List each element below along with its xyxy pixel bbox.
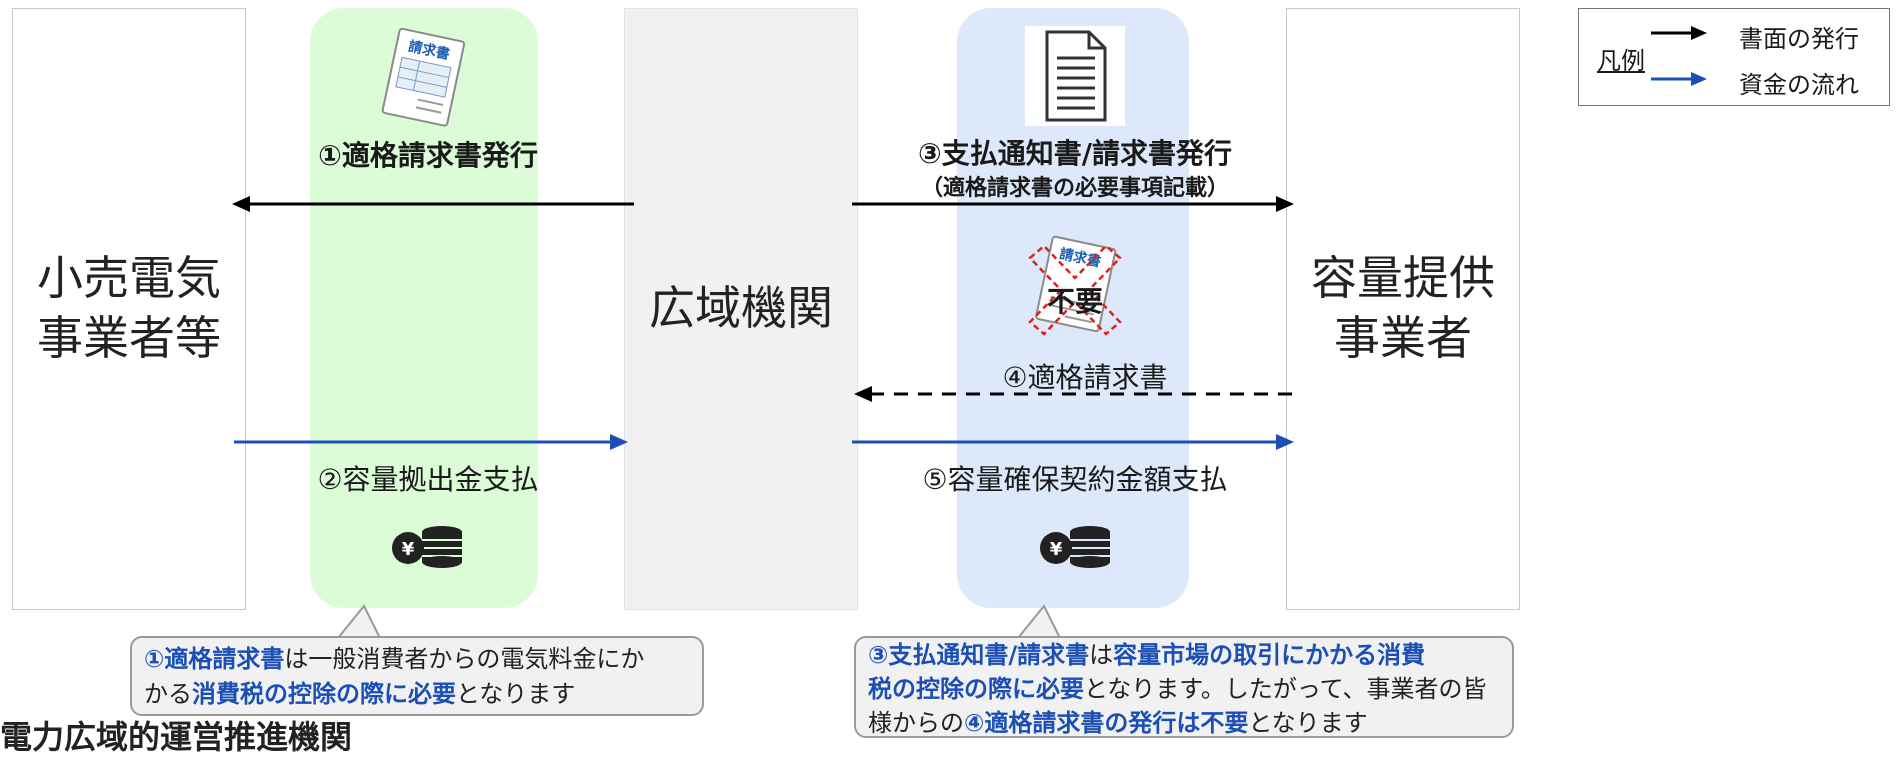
document-icon (1025, 26, 1125, 126)
invoice-icon: 請求書 (381, 28, 466, 127)
retail-provider-line2: 事業者等 (37, 311, 221, 365)
qualified-invoice-dashed-arrow (854, 386, 1296, 402)
callout-left-highlight-1: ①適格請求書 (144, 645, 285, 673)
callout-left-line2: かる消費税の控除の際に必要となります (144, 677, 690, 712)
yen-coins-icon: ¥ (392, 526, 462, 568)
callout-right-line1: ③支払通知書/請求書は容量市場の取引にかかる消費 (868, 638, 1500, 672)
cross-out-icon: 請求書 (1028, 235, 1122, 336)
qualified-invoice-return-label: ④適格請求書 (1002, 361, 1168, 394)
capacity-contribution-payment-label: ②容量拠出金支払 (317, 463, 539, 496)
callout-right-text-2: となります。したがって、事業者の皆 (1084, 675, 1487, 703)
callout-left-line1: ①適格請求書は一般消費者からの電気料金にか (144, 642, 690, 677)
payment-arrow-right-flow (852, 434, 1294, 450)
document-issue-arrow-left (232, 196, 634, 212)
callout-right-highlight-2: 容量市場の取引にかかる消費 (1113, 641, 1426, 669)
qualified-invoice-issue-label: ①適格請求書発行 (318, 139, 538, 172)
svg-text:¥: ¥ (1050, 539, 1063, 560)
callout-right-pointer (1015, 604, 1062, 640)
callout-left: ①適格請求書は一般消費者からの電気料金にか かる消費税の控除の際に必要となります (130, 636, 704, 716)
legend-title: 凡例 (1597, 47, 1645, 75)
callout-right: ③支払通知書/請求書は容量市場の取引にかかる消費 税の控除の際に必要となります。… (854, 636, 1514, 738)
callout-right-text-3: 様からの (868, 709, 964, 737)
capacity-provider-box: 容量提供 事業者 (1286, 8, 1520, 610)
yen-coins-icon: ¥ (1040, 526, 1110, 568)
legend: 凡例 書面の発行 資金の流れ (1578, 8, 1890, 106)
callout-right-line2: 税の控除の際に必要となります。したがって、事業者の皆 (868, 672, 1500, 706)
callout-right-line3: 様からの④適格請求書の発行は不要となります (868, 706, 1500, 740)
payment-arrow-left-flow (234, 434, 628, 450)
capacity-provider-line1: 容量提供 (1311, 251, 1495, 306)
payment-notice-note-label: （適格請求書の必要事項記載） (920, 176, 1229, 201)
legend-document-arrow-icon (1651, 26, 1707, 40)
legend-document-label: 書面の発行 (1739, 25, 1859, 53)
document-issue-arrow-right (852, 196, 1294, 212)
capacity-provider-line2: 事業者 (1334, 311, 1472, 365)
legend-money-arrow-icon (1651, 72, 1707, 86)
retail-electricity-provider-box: 小売電気 事業者等 (12, 8, 246, 610)
callout-right-highlight-4: ④適格請求書の発行は不要 (964, 709, 1249, 737)
organization-footer: 電力広域的運営推進機関 (0, 718, 353, 756)
callout-right-highlight-1: ③支払通知書/請求書 (868, 641, 1090, 669)
capacity-contract-payment-label: ⑤容量確保契約金額支払 (922, 463, 1228, 496)
not-required-label: 不要 (1046, 285, 1103, 318)
occto-box: 広域機関 (624, 8, 858, 610)
callout-right-text-1: は (1089, 641, 1114, 669)
callout-left-text-1: は一般消費者からの電気料金にか (284, 645, 645, 673)
legend-money-label: 資金の流れ (1739, 71, 1859, 99)
payment-notice-issue-label: ③支払通知書/請求書発行 (918, 137, 1232, 170)
callout-right-text-4: となります (1248, 709, 1368, 737)
callout-left-text-3: となります (456, 680, 576, 708)
occto-label: 広域機関 (649, 281, 833, 336)
callout-left-highlight-2: 消費税の控除の際に必要 (192, 680, 456, 708)
callout-left-pointer (335, 604, 382, 640)
retail-provider-line1: 小売電気 (37, 251, 221, 306)
svg-text:¥: ¥ (402, 539, 415, 560)
callout-right-highlight-3: 税の控除の際に必要 (868, 675, 1084, 703)
callout-left-text-2: かる (144, 680, 192, 708)
